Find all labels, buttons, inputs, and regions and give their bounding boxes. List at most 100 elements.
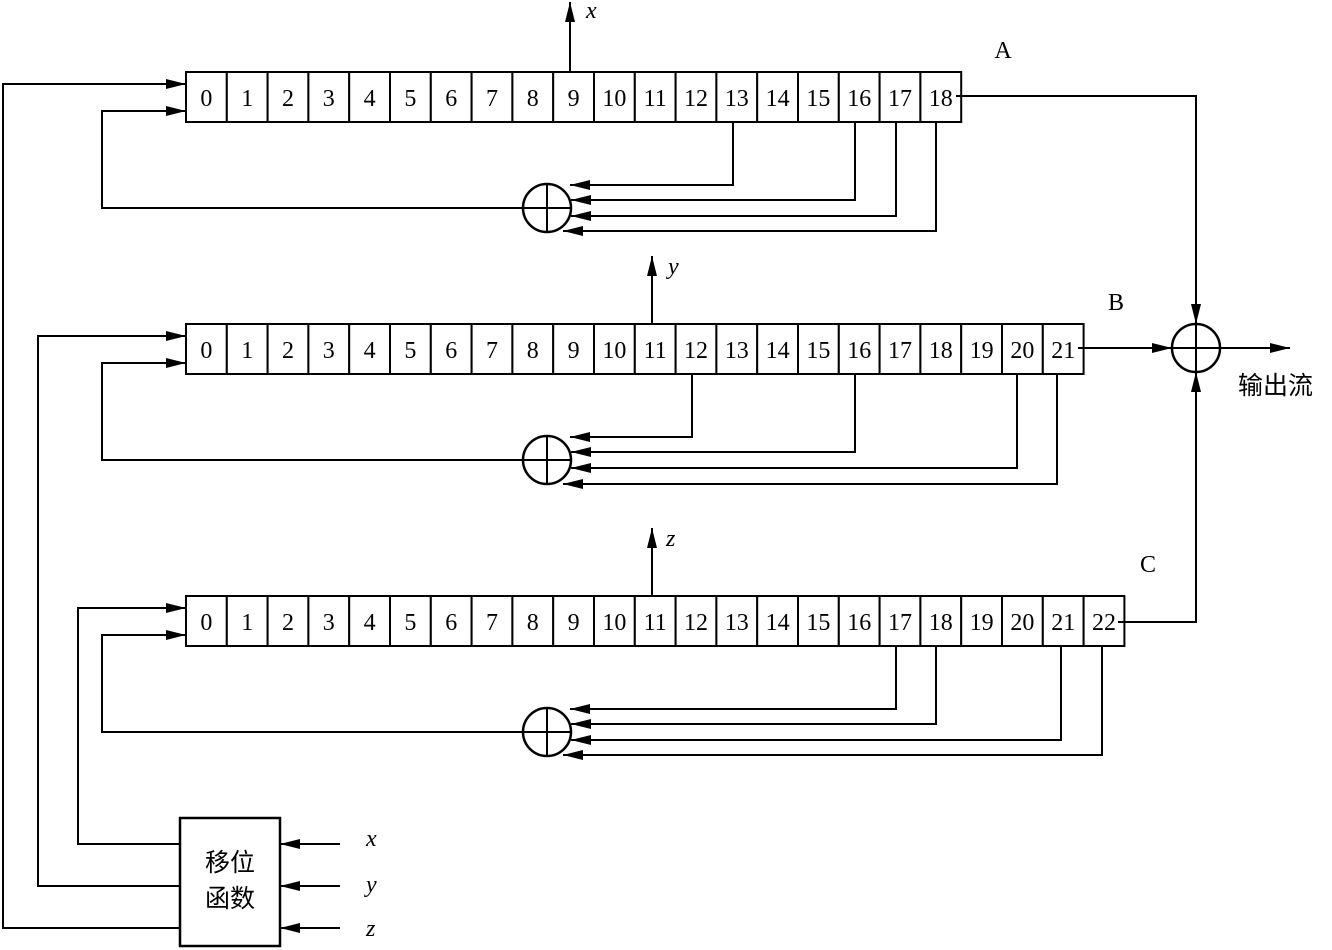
register-cell-label: 12	[684, 610, 708, 636]
register-a-cell: 8	[511, 71, 555, 123]
register-cell-label: 13	[725, 338, 749, 364]
register-b-cell: 11	[633, 323, 677, 375]
register-cell-label: 9	[568, 338, 580, 364]
register-cell-label: 3	[323, 86, 335, 112]
register-cell-label: 16	[847, 338, 871, 364]
register-cell-label: 5	[404, 610, 416, 636]
register-cell-label: 14	[766, 86, 790, 112]
y-output-label: y	[666, 254, 679, 280]
register-cell-label: 1	[241, 610, 253, 636]
register-cell-label: 0	[200, 610, 212, 636]
register-cell-label: 2	[282, 86, 294, 112]
shift-function-label-line1: 移位	[205, 848, 255, 877]
register-a-cell: 18	[919, 71, 963, 123]
register-c-cell: 16	[837, 595, 881, 647]
register-c-cell: 11	[633, 595, 677, 647]
register-b-cell: 3	[307, 323, 351, 375]
register-cell-label: 4	[364, 338, 376, 364]
register-cell-label: 5	[404, 86, 416, 112]
output-xor-icon	[1170, 322, 1222, 374]
register-cell-label: 4	[364, 86, 376, 112]
register-cell-label: 11	[644, 610, 667, 636]
register-cell-label: 10	[602, 338, 626, 364]
register-cell-label: 9	[568, 610, 580, 636]
register-a-label: A	[994, 38, 1012, 64]
register-cell-label: 1	[241, 338, 253, 364]
feedback-wires-a	[101, 106, 937, 236]
register-c-cell: 21	[1041, 595, 1085, 647]
register-cell-label: 18	[929, 610, 953, 636]
register-a-cell: 6	[429, 71, 473, 123]
register-a-cell: 5	[389, 71, 432, 123]
shift-input-x-label: x	[365, 826, 377, 852]
register-c-cell: 1	[225, 595, 269, 647]
register-cell-label: 8	[527, 338, 539, 364]
register-b-cell: 2	[266, 323, 310, 375]
register-b-cell: 18	[919, 323, 963, 375]
register-b-label: B	[1108, 290, 1124, 316]
register-cell-label: 19	[970, 338, 994, 364]
register-cell-label: 10	[602, 86, 626, 112]
register-c-cell: 8	[511, 595, 555, 647]
register-c-label: C	[1140, 552, 1156, 578]
register-c-cell: 5	[389, 595, 432, 647]
register-b-cell: 1	[225, 323, 269, 375]
xor-b-icon	[521, 434, 573, 486]
register-a-cell: 4	[348, 71, 392, 123]
xor-a-icon	[521, 182, 573, 234]
shift-function-box: 移位 函数	[178, 816, 282, 948]
register-b-cell: 7	[470, 323, 514, 375]
register-b-cell: 19	[960, 323, 1004, 375]
register-cell-label: 16	[847, 610, 871, 636]
register-b-cell: 12	[674, 323, 718, 375]
register-cell-label: 4	[364, 610, 376, 636]
register-b-cell: 14	[756, 323, 800, 375]
clock-wire-c	[77, 603, 186, 845]
feedback-wires-c	[101, 630, 1103, 760]
register-a-cell: 0	[185, 71, 228, 123]
register-b-cell: 17	[878, 323, 922, 375]
register-b-cell: 15	[797, 323, 840, 375]
register-cell-label: 2	[282, 610, 294, 636]
register-c-cell: 20	[1001, 595, 1044, 647]
register-cell-label: 8	[527, 610, 539, 636]
register-cell-label: 1	[241, 86, 253, 112]
shift-input-y-label: y	[364, 872, 377, 898]
output-wire-a	[956, 95, 1201, 324]
register-cell-label: 10	[602, 610, 626, 636]
register-c-cell: 0	[185, 595, 228, 647]
register-cell-label: 18	[929, 338, 953, 364]
register-cell-label: 7	[486, 338, 498, 364]
register-a-cell: 9	[552, 71, 596, 123]
register-b-cell: 10	[593, 323, 636, 375]
shift-input-z-label: z	[365, 916, 376, 942]
register-cell-label: 15	[806, 610, 830, 636]
register-cell-label: 7	[486, 86, 498, 112]
register-cell-label: 21	[1051, 338, 1075, 364]
register-cell-label: 12	[684, 338, 708, 364]
register-a-cell: 7	[470, 71, 514, 123]
register-a-cell: 10	[593, 71, 636, 123]
register-cell-label: 6	[445, 338, 457, 364]
register-b-cell: 0	[185, 323, 228, 375]
register-cell-label: 20	[1010, 610, 1034, 636]
register-a-cell: 13	[715, 71, 759, 123]
register-cell-label: 12	[684, 86, 708, 112]
register-cell-label: 15	[806, 86, 830, 112]
register-b-cell: 8	[511, 323, 555, 375]
register-a-cell: 11	[633, 71, 677, 123]
register-a-cell: 3	[307, 71, 351, 123]
register-c-cell: 3	[307, 595, 351, 647]
register-a-cell: 1	[225, 71, 269, 123]
register-cell-label: 18	[929, 86, 953, 112]
register-a-cell: 14	[756, 71, 800, 123]
register-b-cell: 5	[389, 323, 432, 375]
register-c-cell: 18	[919, 595, 963, 647]
register-cell-label: 6	[445, 610, 457, 636]
register-cell-label: 21	[1051, 610, 1075, 636]
shift-function-label-line2: 函数	[205, 884, 255, 913]
